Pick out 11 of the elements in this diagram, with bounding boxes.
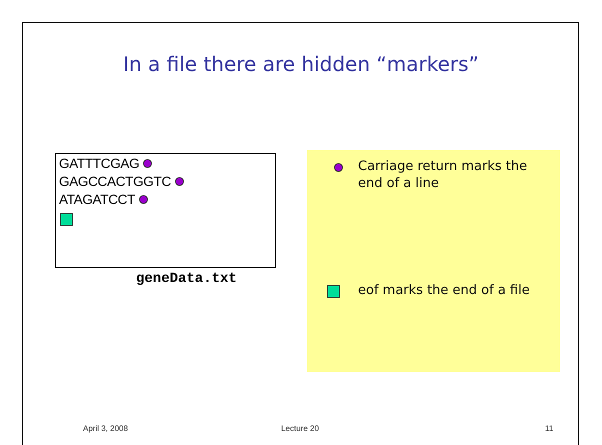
footer-text: Lecture 20	[281, 424, 319, 433]
slide-title: In a file there are hidden “markers”	[122, 52, 480, 76]
sequence-line: GATTTCGAG	[59, 156, 140, 171]
sequence-line: GAGCCACTGGTC	[59, 174, 171, 189]
footer-text: April 3, 2008	[83, 424, 128, 433]
file-name: geneData.txt	[136, 271, 237, 287]
sequence-line: ATAGATCCT	[59, 192, 136, 207]
footer-text: 11	[545, 424, 554, 433]
file-box	[55, 153, 276, 268]
legend-text: Carriage return marks the end of a line	[358, 158, 528, 192]
legend-text: eof marks the end of a file	[358, 282, 531, 299]
